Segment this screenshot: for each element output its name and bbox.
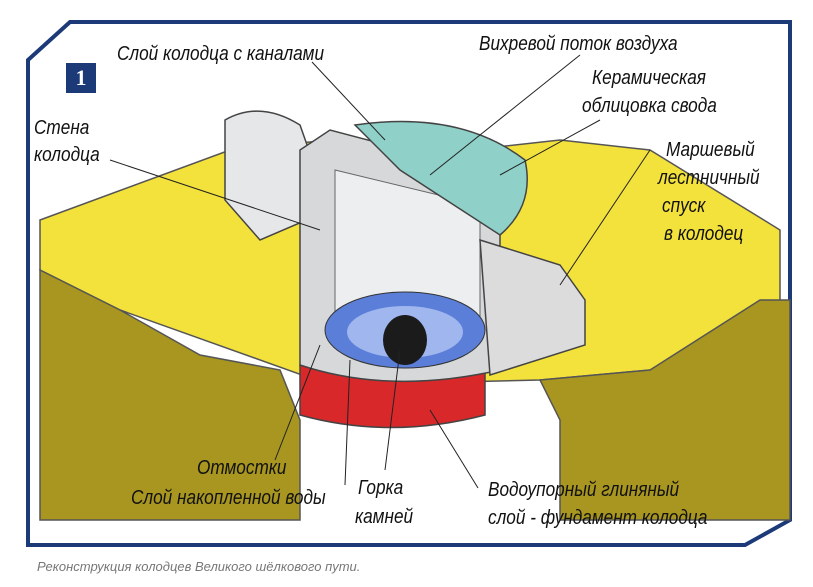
label-clay-1: Водоупорный глиняный [488,479,680,501]
stone-pile [383,315,427,365]
label-stairs-1: Маршевый [666,139,755,161]
label-stones-2: камней [355,506,414,528]
label-wall-1: Стена [34,117,90,139]
label-stairs-4: в колодец [664,223,744,245]
label-ceramic-2: облицовка свода [582,95,717,117]
label-stones-1: Горка [358,477,404,499]
label-water-layer: Слой накопленной воды [131,487,326,509]
label-clay-2: слой - фундамент колодца [488,507,708,529]
label-ceramic-1: Керамическая [592,67,706,89]
figure-caption: Реконструкция колодцев Великого шёлковог… [37,559,361,574]
stairs [479,238,586,377]
label-stairs-2: лестничный [658,167,760,189]
label-otmostki: Отмостки [197,457,287,479]
ground-side-left [39,268,301,521]
label-vortex: Вихревой поток воздуха [479,33,678,55]
ground-side-right [538,299,791,521]
label-stairs-3: спуск [662,195,706,217]
ceramic-vault [353,120,528,236]
label-channels-layer: Слой колодца с каналами [117,43,325,65]
figure-number: 1 [66,63,96,93]
label-wall-2: колодца [34,144,100,166]
